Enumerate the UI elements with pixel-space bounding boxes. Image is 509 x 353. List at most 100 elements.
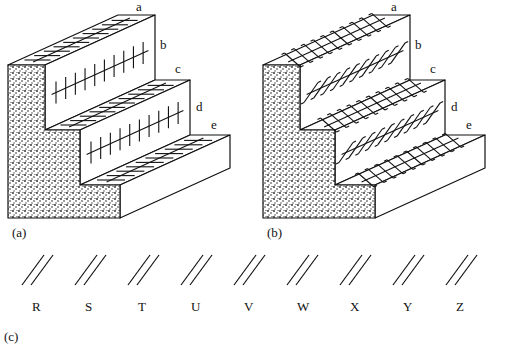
stroke — [435, 138, 451, 152]
stroke — [346, 126, 349, 128]
stroke — [165, 149, 193, 150]
stroke — [73, 37, 99, 38]
stroke — [310, 61, 313, 63]
stroke — [330, 31, 333, 33]
stroke-letter: T — [138, 300, 146, 314]
stroke — [97, 179, 125, 180]
stroke — [359, 76, 362, 78]
stroke — [403, 172, 406, 174]
stroke — [421, 110, 424, 112]
stroke — [333, 31, 349, 45]
stroke — [372, 52, 386, 72]
stroke — [413, 168, 416, 170]
surface-letter: e — [466, 118, 472, 132]
stroke — [330, 114, 346, 128]
stroke — [394, 155, 397, 157]
stroke — [355, 173, 358, 175]
stroke — [119, 98, 145, 99]
stroke — [75, 73, 76, 95]
stroke — [391, 43, 405, 63]
stroke — [65, 77, 66, 99]
stroke — [401, 119, 404, 121]
stroke-letter: V — [244, 300, 253, 314]
stroke — [350, 105, 366, 119]
stroke — [184, 140, 212, 141]
stroke — [372, 132, 375, 134]
stroke — [100, 137, 101, 159]
stroke — [358, 173, 374, 187]
stroke — [34, 55, 60, 56]
stroke — [282, 53, 285, 55]
stroke — [386, 50, 389, 52]
stroke — [55, 82, 56, 104]
stroke — [455, 255, 477, 285]
stroke — [301, 66, 304, 68]
stroke — [320, 94, 323, 96]
stroke — [349, 81, 352, 83]
stroke — [411, 115, 414, 117]
stroke — [362, 18, 378, 32]
stroke — [109, 102, 135, 103]
stroke — [426, 103, 440, 123]
stroke-letter: X — [350, 300, 359, 314]
stroke — [359, 100, 375, 114]
stroke — [323, 74, 337, 94]
stroke — [416, 107, 430, 127]
stroke — [143, 42, 144, 64]
stroke — [90, 111, 116, 112]
stroke — [405, 78, 408, 80]
stroke — [376, 55, 379, 57]
stroke — [422, 164, 425, 166]
stroke — [395, 104, 398, 106]
stroke — [321, 118, 337, 132]
stroke — [314, 40, 330, 54]
stroke — [395, 46, 398, 48]
panel-label: (c) — [4, 330, 18, 344]
stroke — [318, 81, 321, 83]
stroke — [381, 47, 395, 67]
stroke — [378, 67, 381, 69]
stroke — [116, 171, 144, 172]
block-b — [263, 15, 485, 218]
stroke — [378, 125, 392, 145]
stroke — [114, 55, 115, 77]
stroke — [388, 26, 391, 28]
stroke — [99, 107, 125, 108]
stroke — [352, 61, 366, 81]
stroke — [320, 35, 323, 37]
stroke — [301, 103, 304, 105]
stroke — [107, 138, 204, 182]
stroke — [424, 91, 427, 93]
stroke — [323, 35, 339, 49]
strike-marks-b — [282, 13, 465, 187]
stroke — [366, 59, 369, 61]
stroke — [168, 106, 169, 128]
stroke — [442, 155, 445, 157]
stroke — [174, 144, 202, 145]
stroke — [318, 118, 321, 120]
stroke — [304, 44, 320, 58]
stroke — [359, 18, 362, 20]
stroke — [347, 105, 350, 107]
stroke — [112, 20, 138, 21]
stroke — [385, 109, 388, 111]
surface-letter: a — [391, 0, 397, 14]
stroke — [90, 142, 91, 164]
stroke — [395, 83, 398, 85]
stroke — [288, 18, 385, 62]
stroke — [61, 124, 87, 125]
stroke — [393, 255, 415, 285]
stroke — [369, 96, 385, 110]
stroke — [375, 113, 378, 115]
stroke — [413, 147, 416, 149]
stroke — [158, 111, 159, 133]
stroke — [311, 98, 314, 100]
stroke — [347, 68, 350, 70]
stroke-letter: R — [32, 300, 41, 314]
stroke — [387, 121, 401, 141]
stroke — [107, 175, 135, 176]
stroke — [31, 255, 53, 285]
stroke — [54, 46, 80, 47]
stroke — [123, 51, 124, 73]
stroke — [104, 60, 105, 82]
